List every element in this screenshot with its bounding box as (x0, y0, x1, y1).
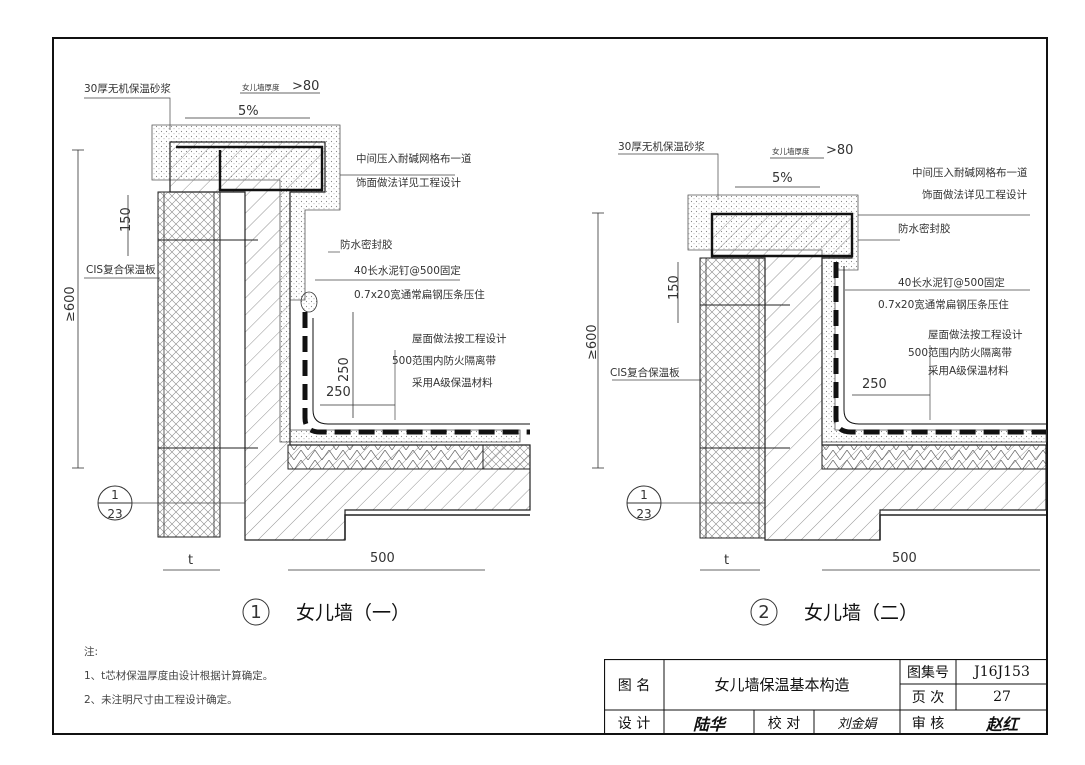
dim-600-1: ≥600 (63, 286, 78, 322)
drawing-title: 女儿墙保温基本构造 (714, 676, 850, 694)
dims-2 (592, 157, 1040, 571)
label-parapet-thk-1: 女儿墙厚度 (242, 82, 280, 92)
note-1: 1、t芯材保温厚度由设计根据计算确定。 (84, 670, 274, 682)
label-check: 校 对 (767, 715, 801, 732)
checker-signature: 刘金娟 (837, 717, 877, 732)
dim-500-1: 500 (370, 551, 395, 566)
note-2: 2、未注明尺寸由工程设计确定。 (84, 694, 238, 706)
label-slope-1: 5% (238, 104, 259, 119)
detail-2: 1 23 30厚无机保温砂浆 女儿墙厚度 >80 5% 中间压入耐碱网格布一道 … (585, 140, 1047, 626)
label-atlas-no: 图集号 (907, 664, 949, 681)
label-mesh-1: 中间压入耐碱网格布一道 (356, 152, 472, 165)
dim-600-2: ≥600 (585, 324, 600, 360)
reviewer-signature: 赵红 (985, 714, 1018, 734)
dim-150-2: 150 (667, 275, 682, 300)
caption-num-2: 2 (758, 602, 769, 623)
cis-panel-1 (157, 191, 221, 538)
caption-num-1: 1 (250, 602, 261, 623)
label-strip-1: 0.7x20宽通常扁钢压条压住 (354, 288, 485, 301)
dim-150-1: 150 (119, 207, 134, 232)
label-strip-2: 0.7x20宽通常扁钢压条压住 (878, 298, 1009, 311)
parapet-coping-2 (710, 212, 854, 258)
label-cis-2: CIS复合保温板 (610, 366, 680, 379)
title-block: 图 名 女儿墙保温基本构造 图集号 J16J153 页 次 27 设 计 陆华 … (604, 659, 1048, 735)
atlas-no: J16J153 (974, 663, 1030, 680)
label-mesh-2: 中间压入耐碱网格布一道 (912, 166, 1028, 179)
roof-insulation-2 (821, 444, 1047, 470)
dim-250b-1: 250 (326, 385, 351, 400)
label-design: 设 计 (617, 715, 651, 732)
cis-panel-2 (699, 257, 766, 539)
label-sealant-1: 防水密封胶 (340, 238, 393, 251)
label-review: 审 核 (911, 715, 945, 732)
label-page: 页 次 (911, 690, 945, 706)
leaders-2 (612, 153, 1030, 420)
label-firebreak-2: 500范围内防火隔离带 (908, 346, 1012, 359)
label-gt80-2: >80 (826, 143, 853, 158)
ref1-top: 1 (111, 488, 119, 502)
leaders-1 (84, 97, 460, 420)
dim-500-2: 500 (892, 551, 917, 566)
label-nail-1: 40长水泥钉@500固定 (354, 264, 461, 277)
waterproof-membrane-2 (833, 262, 1046, 435)
dim-t-1: t (188, 553, 193, 568)
parapet-coping-1 (176, 145, 324, 192)
label-nail-2: 40长水泥钉@500固定 (898, 276, 1005, 289)
roof-insulation-1 (287, 444, 484, 470)
notes-title: 注: (84, 646, 99, 658)
label-drawing-name: 图 名 (617, 677, 651, 694)
label-roof-1: 屋面做法按工程设计 (412, 332, 507, 345)
label-firebreak-1: 500范围内防火隔离带 (392, 354, 496, 367)
dim-250-2: 250 (862, 377, 887, 392)
ref2-top: 1 (640, 488, 648, 502)
label-parapet-thk-2: 女儿墙厚度 (772, 146, 810, 156)
label-mortar-2: 30厚无机保温砂浆 (618, 140, 705, 153)
label-slope-2: 5% (772, 171, 793, 186)
label-sealant-2: 防水密封胶 (898, 222, 951, 235)
waterproof-membrane-1 (302, 312, 530, 435)
caption-1: 女儿墙（一） (296, 602, 410, 624)
ref1-bottom: 23 (107, 507, 122, 521)
label-material-1: 采用A级保温材料 (412, 376, 493, 389)
caption-2: 女儿墙（二） (804, 602, 918, 624)
dim-t-2: t (724, 553, 729, 568)
page-no: 27 (993, 689, 1011, 705)
label-finish-2: 饰面做法详见工程设计 (922, 188, 1027, 201)
label-mortar-1: 30厚无机保温砂浆 (84, 82, 171, 95)
label-material-2: 采用A级保温材料 (928, 364, 1009, 377)
detail-1: 1 23 30厚无机保温砂浆 女儿墙厚度 >80 5% 中间压入耐碱网格布一道 … (63, 79, 531, 626)
drawing-frame (52, 37, 1048, 735)
parapet-concrete-1 (169, 141, 531, 541)
label-finish-1: 饰面做法详见工程设计 (356, 176, 461, 189)
dims-1 (72, 92, 485, 571)
ref2-bottom: 23 (636, 507, 651, 521)
dim-250a-1: 250 (337, 357, 352, 382)
label-gt80-1: >80 (292, 79, 319, 94)
label-roof-2: 屋面做法按工程设计 (928, 328, 1023, 341)
designer-signature: 陆华 (692, 714, 725, 734)
label-cis-1: CIS复合保温板 (86, 263, 156, 276)
notes: 注: 1、t芯材保温厚度由设计根据计算确定。 2、未注明尺寸由工程设计确定。 (84, 640, 273, 712)
